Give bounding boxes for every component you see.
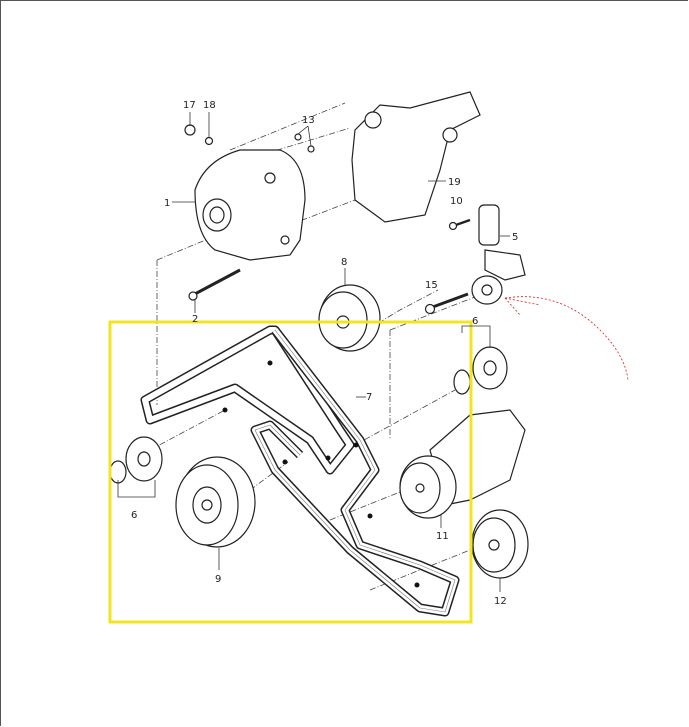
- idler-pulley-right: [453, 346, 508, 395]
- label-13: 13: [302, 115, 315, 126]
- label-5: 5: [512, 232, 518, 243]
- label-9: 9: [215, 574, 221, 585]
- crankshaft-pulley: [175, 456, 256, 548]
- ac-compressor: [399, 409, 526, 519]
- sleeve-18: [204, 136, 214, 146]
- bolt-15: [429, 292, 469, 310]
- label-2: 2: [192, 314, 198, 325]
- label-17: 17: [183, 100, 196, 111]
- red-annotation-arrow: [504, 297, 541, 316]
- label-15: 15: [425, 280, 438, 291]
- label-18: 18: [203, 100, 216, 111]
- label-leaders: [117, 112, 510, 592]
- ring-13b: [307, 145, 315, 153]
- label-1: 1: [164, 198, 170, 209]
- label-7: 7: [366, 392, 372, 403]
- pulley-8: [318, 284, 381, 352]
- bracket: [351, 91, 481, 223]
- nut-17: [184, 124, 196, 136]
- ribbed-belt-7: [140, 325, 460, 617]
- highlight-box: [108, 320, 473, 624]
- power-steering-pulley: [471, 509, 529, 579]
- alternator: [194, 149, 306, 261]
- tensioner: [471, 204, 526, 305]
- bolt-2: [192, 268, 241, 297]
- label-19: 19: [448, 177, 461, 188]
- label-11: 11: [436, 531, 449, 542]
- label-12: 12: [494, 596, 507, 607]
- ring-13a: [294, 133, 302, 141]
- label-8: 8: [341, 257, 347, 268]
- red-annotation-curve: [504, 296, 629, 381]
- label-6-left: 6: [131, 510, 137, 521]
- idler-pulley-left: [109, 436, 163, 484]
- label-6-right: 6: [472, 316, 478, 327]
- label-10: 10: [450, 196, 463, 207]
